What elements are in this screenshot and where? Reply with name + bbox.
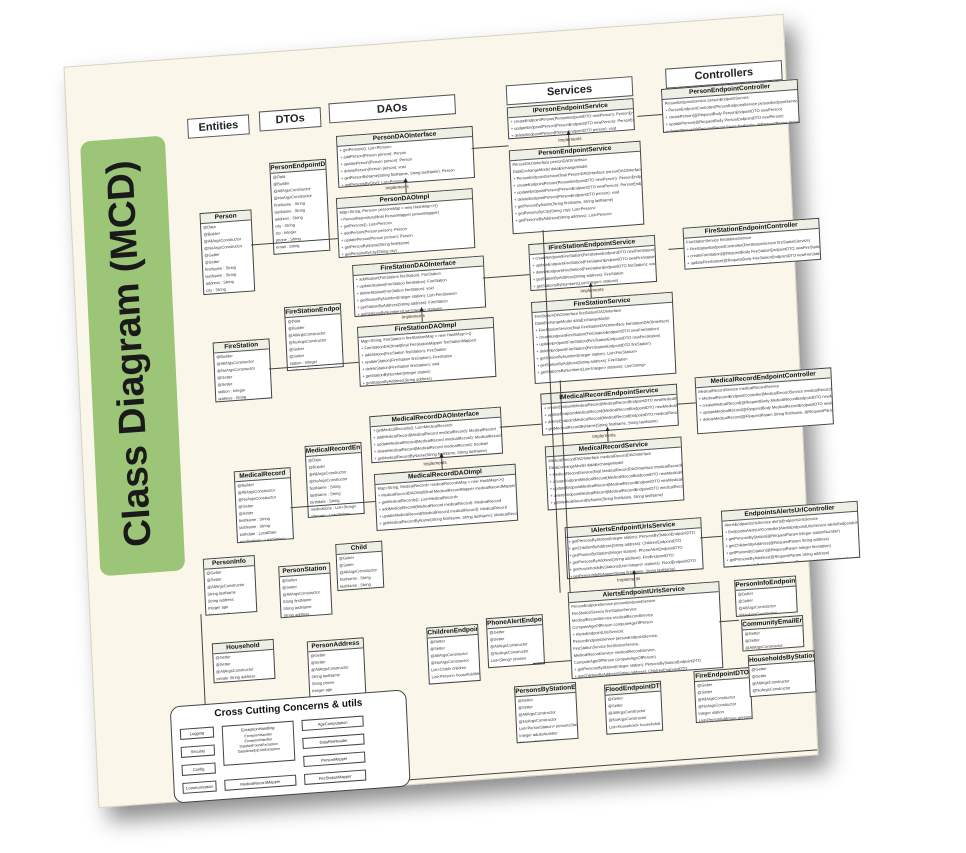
- implements-arrow-icon: ▲: [587, 281, 595, 289]
- cc-security: Security: [180, 744, 216, 758]
- connector: [471, 145, 509, 150]
- class-fire-station: FireStation@Builder@AllArgsConstructor@N…: [212, 338, 273, 403]
- class-medical-record-endpoint-dto: MedicalRecordEndpointDTO@Data@Builder@Al…: [304, 441, 365, 519]
- class-phone-alert-endpoint-dto: PhoneAlertEndpointDTO@Getter@Setter@AllA…: [485, 614, 546, 669]
- cc-medical-record-mapper: MedicalRecordMapper: [224, 774, 297, 791]
- cc-communication: Communication: [182, 780, 217, 794]
- class-children-endpoint-dto: ChildrenEndpointDTO@Getter@Setter@AllArg…: [426, 623, 481, 685]
- class-medical-record: MedicalRecord@Builder@AllArgsConstructor…: [233, 467, 294, 544]
- connector: [668, 247, 684, 250]
- header-entities: Entities: [187, 114, 250, 139]
- class-fire-endpoint-dto: FireEndpointDTO@Getter@Setter@AllArgsCon…: [693, 667, 753, 724]
- cc-config: Config: [181, 762, 216, 776]
- connector: [677, 402, 696, 405]
- class-persons-by-station-endpoint-dto: PersonsByStationEndpointDTO@Getter@Sette…: [514, 681, 579, 744]
- header-dtos: DTOs: [258, 107, 322, 132]
- class-member: List<String> medications: [207, 615, 257, 616]
- class-flood-endpoint-dto: FloodEndpointDTO@Getter@Setter@AllArgsCo…: [604, 680, 664, 735]
- class-medical-record-dao-interface: MedicalRecordDAOInterface+ getMedicalRec…: [369, 406, 504, 464]
- cc-logging: Logging: [179, 726, 215, 740]
- class-household: Household@Getter@Setter@AllArgsConstruct…: [211, 638, 276, 684]
- connector: [700, 535, 723, 539]
- implements-arrow-icon: ▲: [418, 305, 426, 314]
- class-fire-station-endpoint-dto: FireStationEndpointDTO@Data@Builder@AllA…: [283, 303, 344, 372]
- connector: [719, 619, 740, 623]
- implements-label: Implements: [423, 459, 447, 467]
- cc-data-file-reader: DataFileReader: [302, 733, 365, 750]
- class-community-email-endpoint-dto: CommunityEmailEndpointDTO@Getter@Setter@…: [741, 615, 805, 652]
- implements-arrow-icon: ▲: [564, 129, 573, 138]
- implements-arrow-icon: ▲: [437, 451, 446, 460]
- implements-arrow-icon: ▲: [401, 176, 410, 185]
- class-person-station: PersonStation@Getter@Setter@AllArgsConst…: [278, 562, 333, 619]
- diagram-sheet: Class Diagram (MCD) Entities DTOs DAOs S…: [63, 13, 861, 809]
- implements-label: Implements: [558, 135, 582, 143]
- header-daos: DAOs: [328, 94, 457, 124]
- implements-arrow-icon: ▲: [603, 425, 612, 434]
- class-households-by-stations-endpoint-dto: HouseholdsByStationsEndpointDTO@Getter@S…: [747, 650, 817, 698]
- class-person-info-endpoint-dto: PersonInfoEndpointDTO@Getter@Setter@AllA…: [734, 575, 798, 617]
- connector: [637, 114, 663, 117]
- implements-label: Implements: [616, 575, 641, 583]
- cross-cutting-title: Cross Cutting Concerns & utils: [214, 697, 363, 720]
- class-person-info: PersonInfo@Getter@Setter@AllArgsConstruc…: [202, 555, 258, 616]
- cc-exception-handling: ExceptionHandling ExceptionHandler Excep…: [221, 720, 296, 766]
- connector: [499, 423, 542, 428]
- connector: [482, 274, 530, 279]
- cc-fire-station-mapper: FireStationMapper: [304, 769, 367, 785]
- cc-age-computation: AgeComputation: [301, 715, 364, 732]
- cc-person-mapper: PersonMapper: [303, 751, 366, 768]
- implements-arrow-icon: ▲: [630, 569, 638, 577]
- class-person: Person@Data@Builder@AllArgsConstructor@N…: [199, 209, 256, 296]
- cross-cutting-panel: Cross Cutting Concerns & utils Logging S…: [169, 689, 411, 804]
- implements-label: Implements: [592, 432, 616, 439]
